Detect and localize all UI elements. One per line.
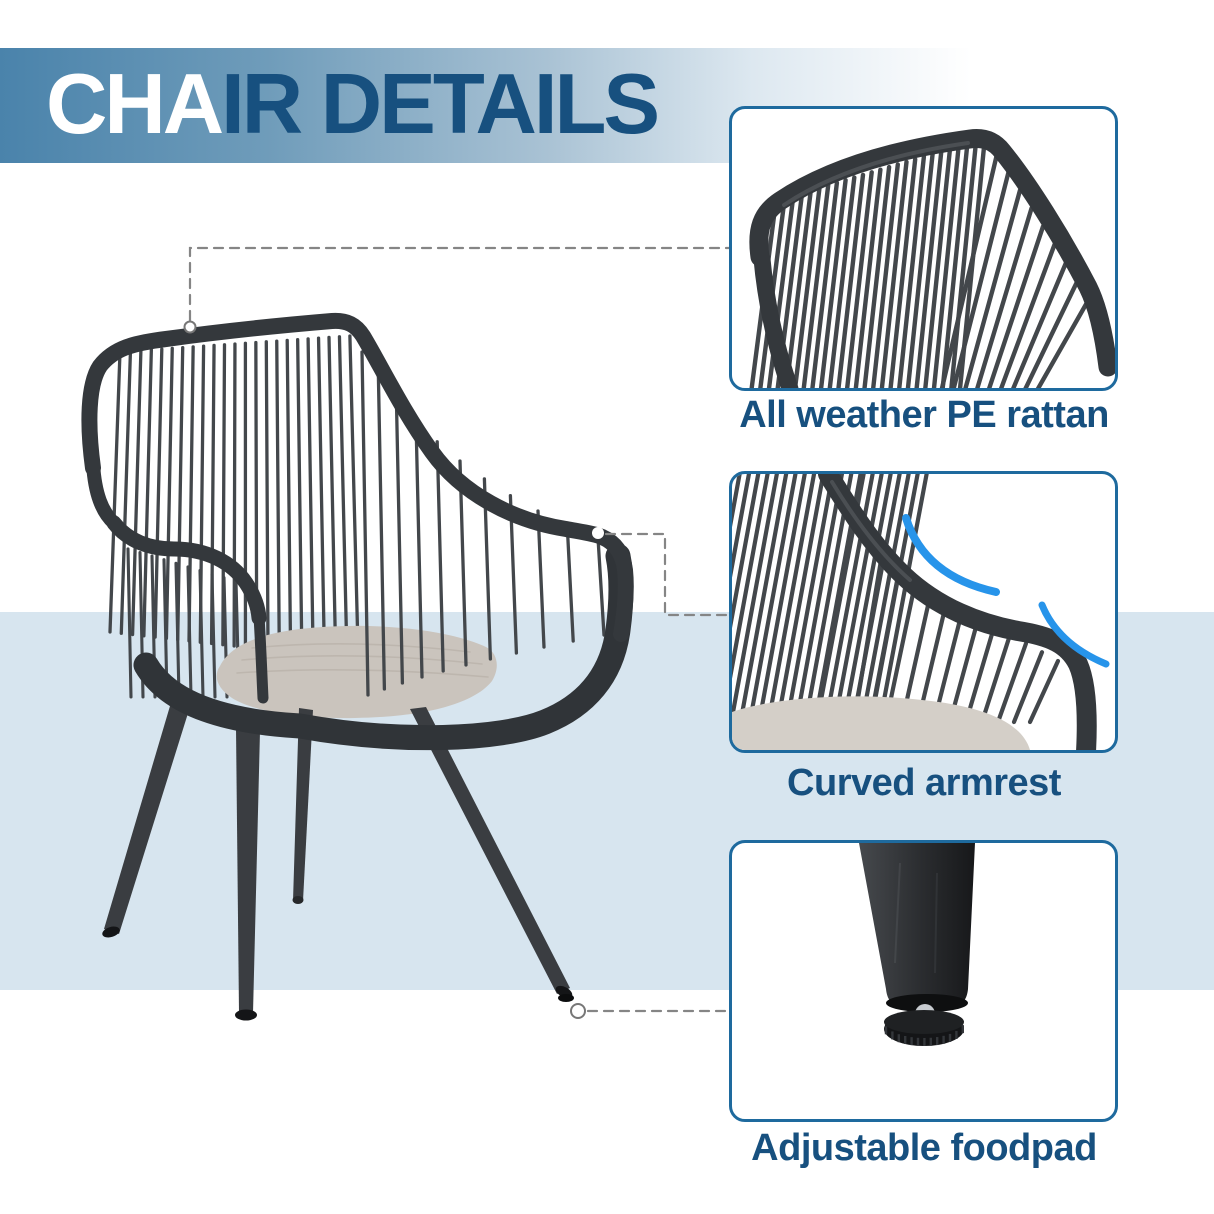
chair-right-strands <box>360 350 606 697</box>
chair-back-strands <box>108 334 360 662</box>
rattan-detail-image <box>749 129 1115 388</box>
callout-label-footpad: Adjustable foodpad <box>751 1127 1097 1169</box>
callout-panel-footpad <box>729 840 1118 1122</box>
callout-panel-armrest <box>729 471 1118 753</box>
callout-label-armrest: Curved armrest <box>787 762 1061 804</box>
callout-panel-rattan <box>729 106 1118 391</box>
callout-label-rattan: All weather PE rattan <box>739 394 1109 436</box>
title-highlight: CHA <box>46 57 224 152</box>
chair-frame-edges <box>81 312 634 704</box>
title-rest: IR DETAILS <box>221 57 660 152</box>
chair-legs <box>102 706 574 1021</box>
footpad-detail-image <box>859 843 975 1046</box>
page-title: CHAIR DETAILS <box>46 48 660 163</box>
armrest-detail-image <box>732 474 1110 750</box>
callout-connectors <box>183 246 735 1019</box>
